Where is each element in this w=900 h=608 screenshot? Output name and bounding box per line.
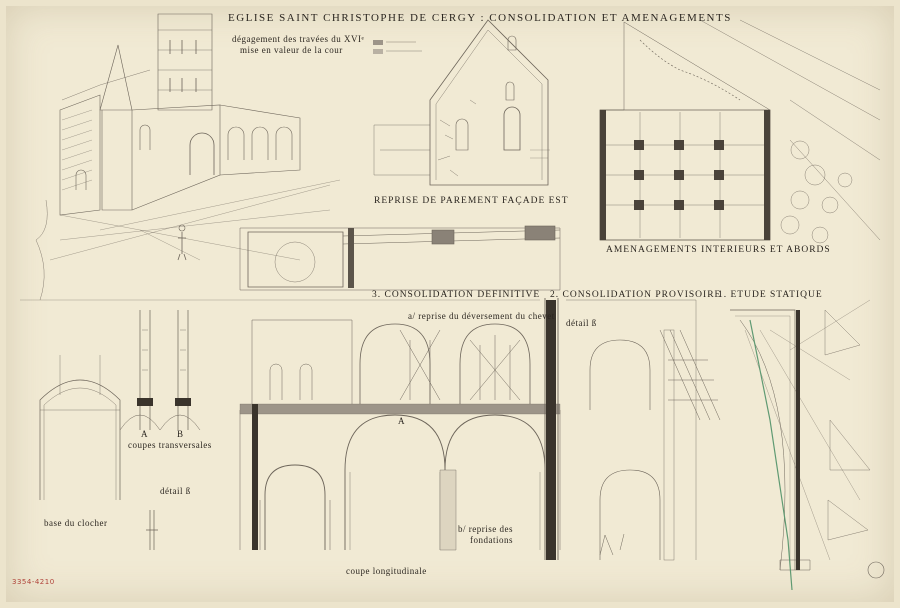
green-force-line [749,319,793,591]
site-plan-drawing [599,19,881,244]
definitive-plan-strip [239,225,561,291]
chevet-label: a/ reprise du déversement du chevet [408,311,555,321]
east-facade-drawing [373,19,550,186]
transverse-label: coupes transversales [128,440,212,450]
church-perspective [35,13,341,301]
provisional-title: 2. CONSOLIDATION PROVISOIRE [550,290,722,300]
static-study-title: 1. ETUDE STATIQUE [718,290,823,300]
longitudinal-section [239,319,561,551]
longitudinal-label: coupe longitudinale [346,566,427,576]
section-b-label: B [177,429,184,439]
section-a-mid-label: A [398,416,405,426]
perspective-caption-2: mise en valeur de la cour [240,45,343,55]
detail-b-left: détail ß [160,486,191,496]
section-a-label: A [141,429,148,439]
bell-tower-label: base du clocher [44,518,108,528]
foundations-label-2: fondations [470,535,513,545]
detail-b-top: détail ß [566,318,597,328]
perspective-caption-1: dégagement des travées du XVIᵉ [232,34,365,44]
sheet-title: EGLISE SAINT CHRISTOPHE DE CERGY : CONSO… [228,12,732,24]
archive-reference: 3354-4210 [12,578,55,586]
cut-sections [137,300,800,570]
provisional-section [544,298,721,561]
definitive-title: 3. CONSOLIDATION DEFINITIVE [372,290,541,300]
east-facade-title: REPRISE DE PAREMENT FAÇADE EST [374,196,569,206]
foundations-label-1: b/ reprise des [458,524,513,534]
interiors-title: AMENAGEMENTS INTERIEURS ET ABORDS [606,245,831,255]
bell-tower-section [39,310,201,550]
static-study [730,299,885,579]
